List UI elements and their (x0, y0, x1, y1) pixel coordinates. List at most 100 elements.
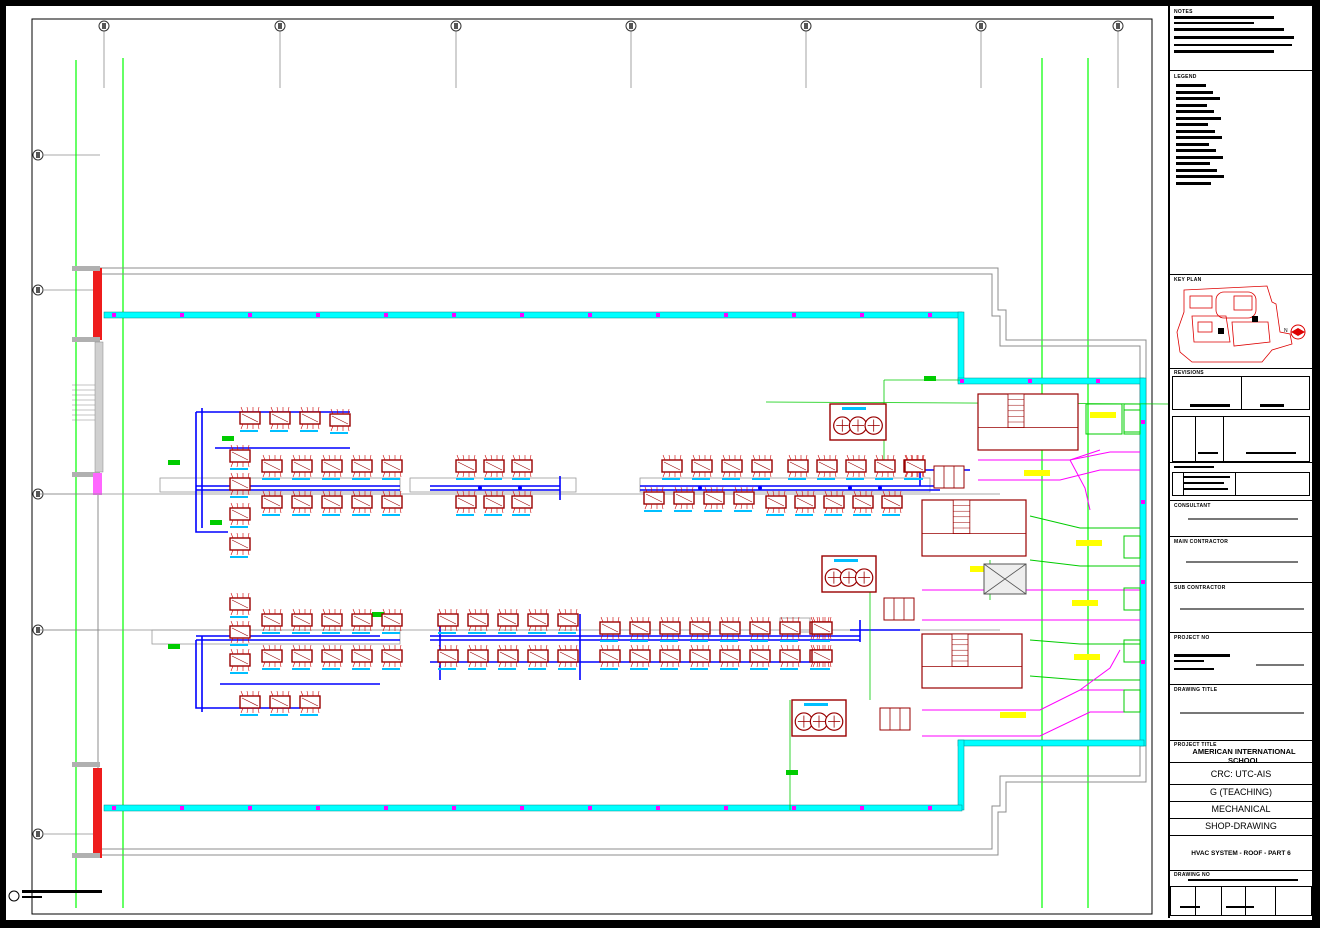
exhaust-fan (883, 597, 915, 621)
fcu-line (383, 497, 401, 507)
fcu-diffuser (824, 507, 828, 514)
fcu-diffuser (737, 633, 740, 640)
fcu-diffuser (690, 661, 694, 668)
legend-item (1176, 123, 1208, 126)
fcu-tag (322, 478, 340, 480)
fcu-unit (291, 644, 313, 670)
ductwork (1069, 449, 1101, 461)
duct-riser (1123, 535, 1141, 559)
fcu-diffuser (247, 502, 250, 509)
fcu-tag (262, 632, 280, 634)
fcu-tag (846, 478, 864, 480)
fcu-tag (750, 640, 768, 642)
fcu-tag (240, 430, 258, 432)
fcu-unit (437, 644, 459, 670)
fcu-unit (321, 608, 343, 634)
fcu-unit (511, 454, 533, 480)
fcu-diffuser (529, 454, 532, 461)
fcu-diffuser (230, 665, 234, 672)
fcu-diffuser (501, 507, 504, 514)
legend-item (1176, 142, 1209, 146)
control-label (168, 644, 180, 649)
fcu-line (231, 627, 249, 637)
fcu-diffuser (501, 454, 504, 461)
fcu-diffuser (484, 490, 488, 497)
fcu-diffuser (756, 644, 759, 651)
fcu-line (331, 415, 349, 425)
fcu-diffuser (462, 471, 465, 478)
separator (1170, 835, 1312, 836)
fcu-diffuser (352, 608, 356, 615)
fcu-diffuser (240, 423, 244, 430)
fcu-unit (455, 490, 477, 516)
fcu-diffuser (630, 616, 634, 623)
fcu-diffuser (512, 507, 516, 514)
fcu-diffuser (247, 665, 250, 672)
fcu-diffuser (846, 454, 850, 461)
fcu-diffuser (636, 661, 639, 668)
fcu-diffuser (279, 490, 282, 497)
revision-table (1172, 376, 1310, 410)
fcu-diffuser (721, 503, 724, 510)
fcu-diffuser (751, 486, 754, 493)
fcu-diffuser (710, 503, 713, 510)
fcu-diffuser (704, 503, 708, 510)
fcu-unit (381, 608, 403, 634)
fcu-diffuser (279, 507, 282, 514)
issue-text (1174, 466, 1214, 468)
ductwork (1069, 459, 1091, 511)
fcu-diffuser (600, 616, 604, 623)
fcu-diffuser (246, 406, 249, 413)
fcu-diffuser (236, 665, 239, 672)
fcu-diffuser (545, 608, 548, 615)
fcu-diffuser (358, 644, 361, 651)
fcu-diffuser (474, 644, 477, 651)
fcu-diffuser (388, 471, 391, 478)
fcu-diffuser (750, 633, 754, 640)
fcu-diffuser (758, 454, 761, 461)
fcu-diffuser (752, 454, 756, 461)
fcu-tag (240, 714, 258, 716)
fcu-diffuser (247, 532, 250, 539)
fcu-diffuser (834, 471, 837, 478)
separator (1170, 784, 1312, 785)
fcu-line (383, 461, 401, 471)
condensing-unit (791, 699, 847, 737)
fcu-diffuser (330, 408, 334, 415)
fcu-diffuser (322, 507, 326, 514)
fcu-tag (270, 714, 288, 716)
fcu-diffuser (456, 490, 460, 497)
control-label (210, 520, 222, 525)
fcu-unit (643, 486, 665, 512)
fcu-line (781, 651, 799, 661)
grid-bubble-text (454, 23, 458, 29)
fcu-diffuser (240, 707, 244, 714)
fcu-unit (881, 490, 903, 516)
fcu-diffuser (262, 454, 266, 461)
fcu-diffuser (236, 472, 239, 479)
fcu-diffuser (444, 608, 447, 615)
fcu-line (293, 497, 311, 507)
fcu-line (721, 623, 739, 633)
fcu-diffuser (306, 423, 309, 430)
fcu-diffuser (247, 472, 250, 479)
fcu-unit (629, 616, 651, 642)
fcu-diffuser (696, 633, 699, 640)
fcu-diffuser (679, 454, 682, 461)
fcu-diffuser (696, 616, 699, 623)
control-label (924, 376, 936, 381)
fcu-diffuser (262, 661, 266, 668)
fcu-diffuser (818, 616, 821, 623)
fcu-diffuser (528, 644, 532, 651)
fcu-diffuser (276, 707, 279, 714)
fcu-diffuser (772, 507, 775, 514)
grid-bubble-text (629, 23, 633, 29)
fcu-diffuser (698, 454, 701, 461)
fcu-diffuser (734, 503, 738, 510)
fcu-diffuser (823, 471, 826, 478)
fcu-diffuser (292, 608, 296, 615)
fcu-unit (779, 616, 801, 642)
fcu-diffuser (690, 616, 694, 623)
fcu-diffuser (298, 661, 301, 668)
fcu-diffuser (339, 471, 342, 478)
